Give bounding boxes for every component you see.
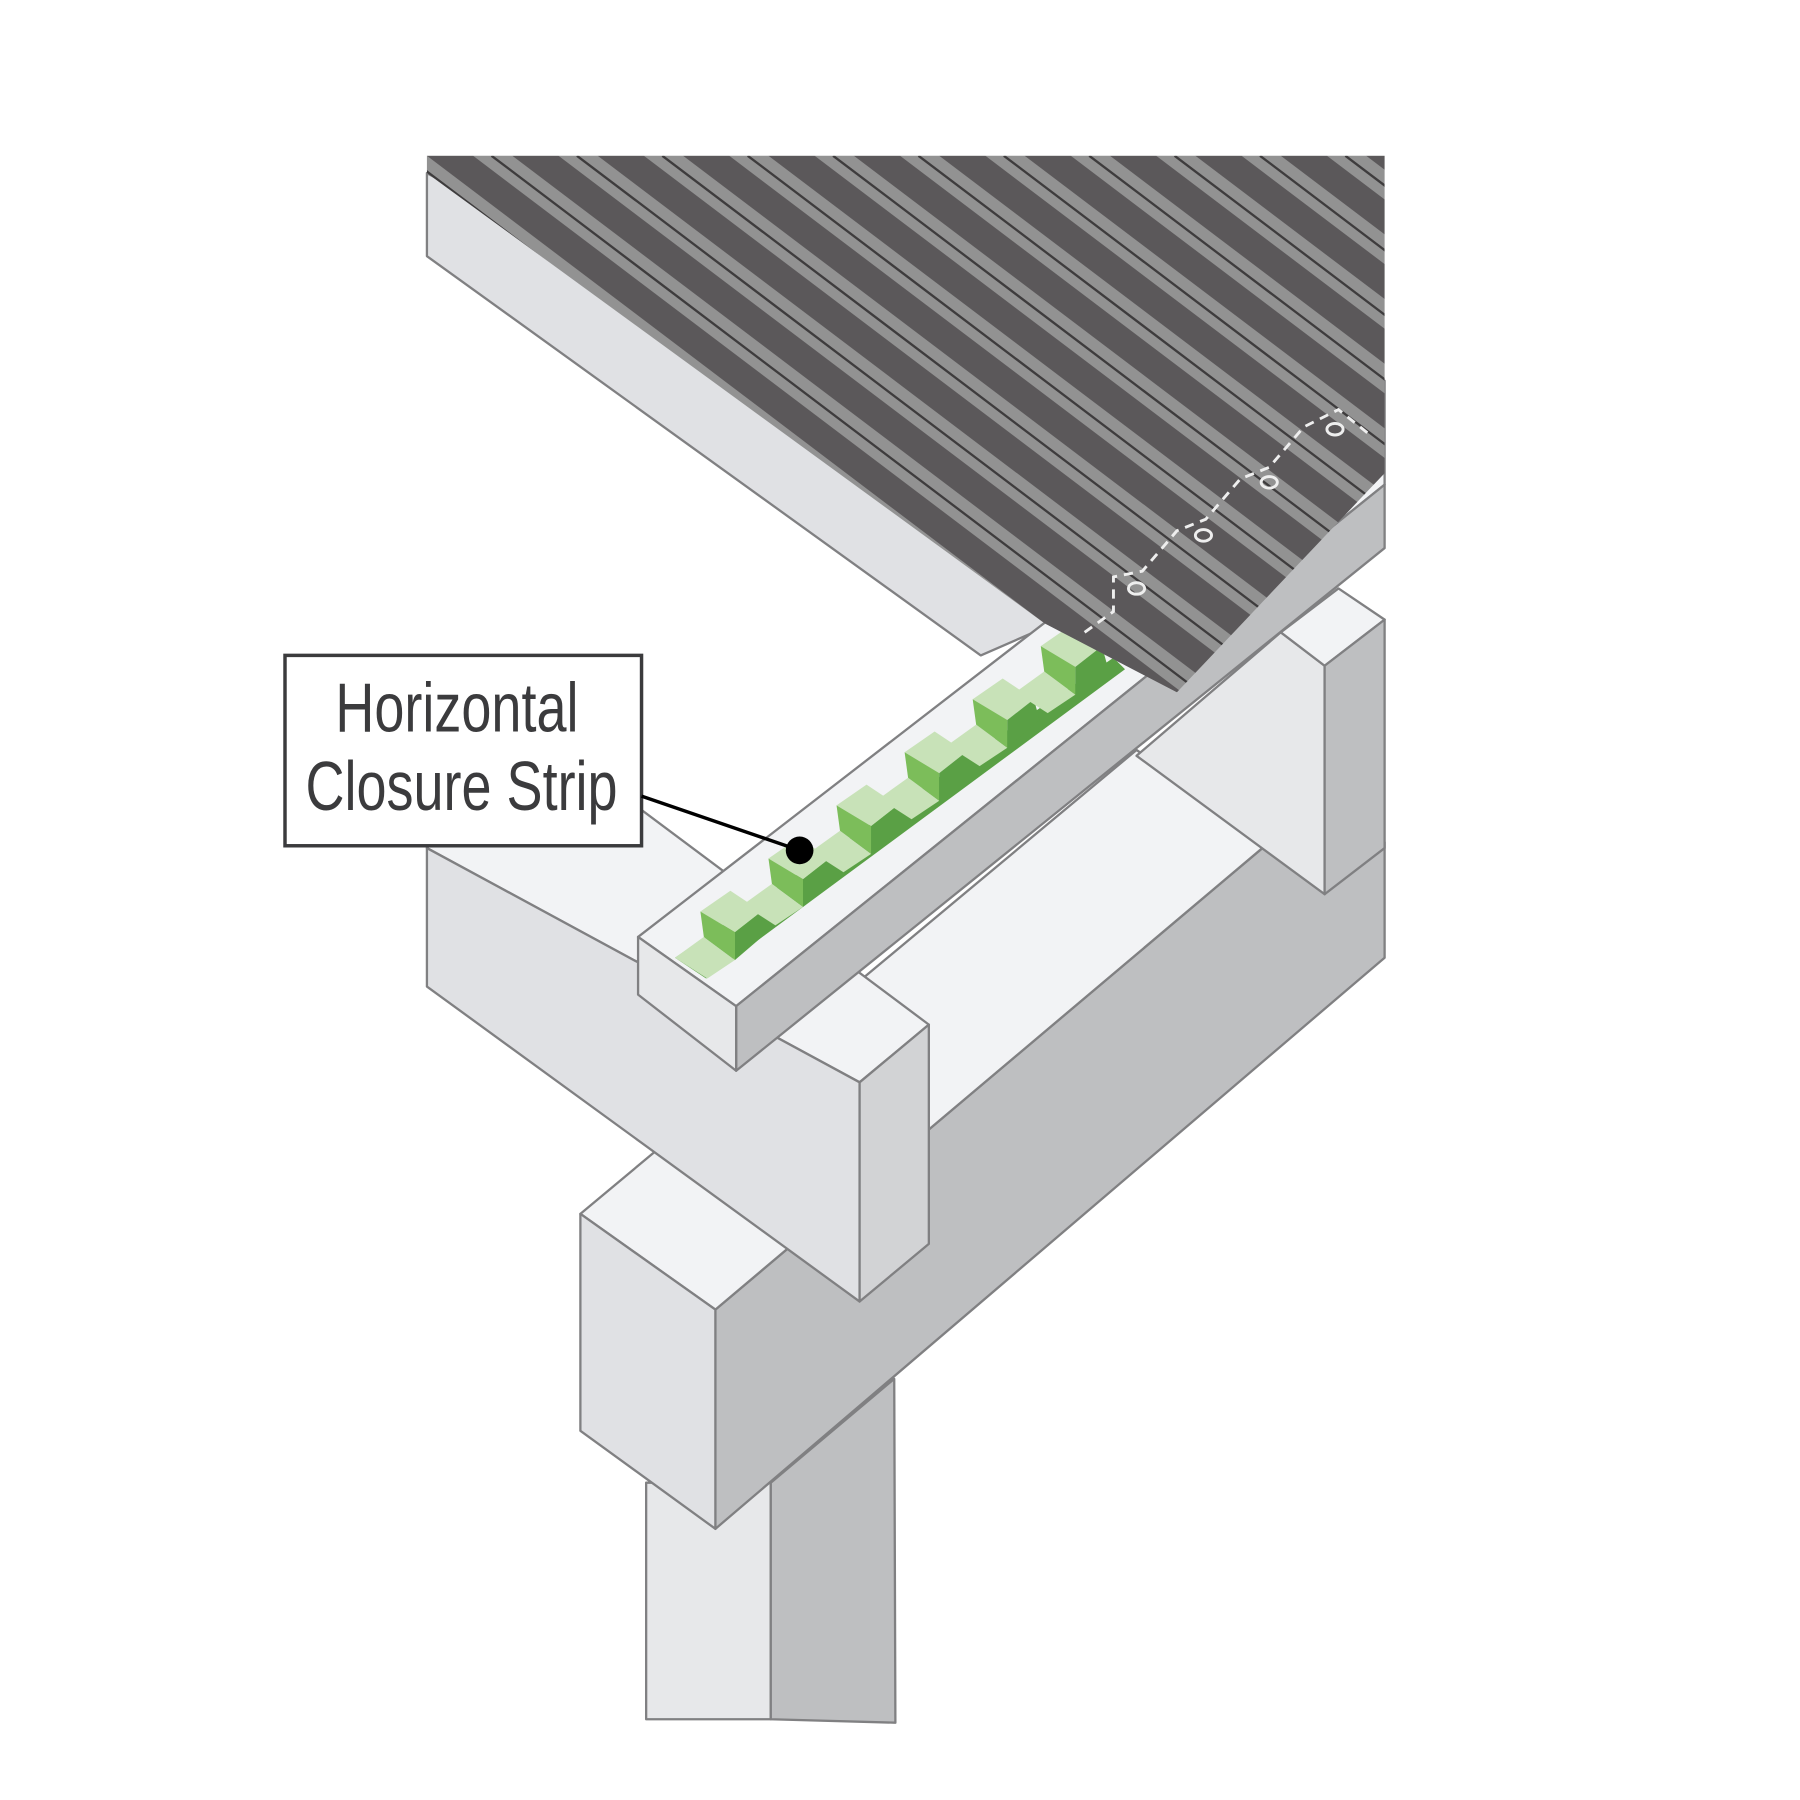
strip-tooth-side [803,858,836,907]
strip-tooth-front [836,805,872,854]
roof-corrugation-valley [768,155,1385,693]
roof-rib-line [1088,155,1385,693]
strip-valley [947,724,1008,767]
strip-tooth-side [1075,646,1108,695]
fastener-dashed-line [1083,407,1369,634]
callout-pointer-dot [785,836,814,865]
callout-leader-line [640,794,801,853]
strip-valley [879,777,940,820]
cross-beam-end [579,1212,717,1530]
fastener-screw-icon [1127,581,1147,596]
strip-tooth-front [1040,646,1076,695]
strip-valley [1015,671,1076,714]
roof-corrugation-valley [853,155,1385,693]
strip-tooth-top [972,678,1034,720]
roof-corrugation-valley [683,155,1385,693]
strip-tooth-front [972,699,1008,748]
roof-rib-line [832,155,1385,693]
left-beam-end [858,1023,930,1303]
roof-corrugation-valley [1366,155,1385,693]
roof-rib-line [746,155,1385,693]
roof-rib-line [490,155,1385,693]
strip-tooth-side [871,805,904,854]
purlin-end [636,935,738,1072]
post-side-face [769,1377,897,1724]
strip-tooth-front [904,752,940,801]
roof-corrugation-valley [1024,155,1385,693]
strip-tooth-front [700,911,735,960]
strip-valley [811,830,872,873]
strip-tooth-top [1040,625,1102,667]
right-beam-end [1323,618,1386,896]
strip-valley [675,936,735,979]
strip-tooth-top [904,731,966,774]
fastener-screw-icon [1259,475,1279,490]
strip-tooth-top [700,890,762,933]
strip-tooth-side [939,752,972,801]
fastener-screw-icon [1325,422,1345,437]
strip-tooth-top [836,784,898,827]
strip-tooth-side [735,911,768,960]
roof-rib-line [1344,155,1385,693]
callout-box [283,653,644,848]
fastener-screw-icon [1193,528,1213,543]
strip-tooth-front [768,858,804,907]
roof-rib-line [1003,155,1385,693]
horizontal-closure-strip [675,625,1125,979]
strip-tooth-side [1007,699,1040,748]
callout-line-2: Closure Strip [305,749,617,826]
strip-valley [743,883,804,926]
roof-corrugation-valley [939,155,1385,693]
callout-line-1: Horizontal [335,670,578,747]
roof-rib-line [917,155,1385,693]
